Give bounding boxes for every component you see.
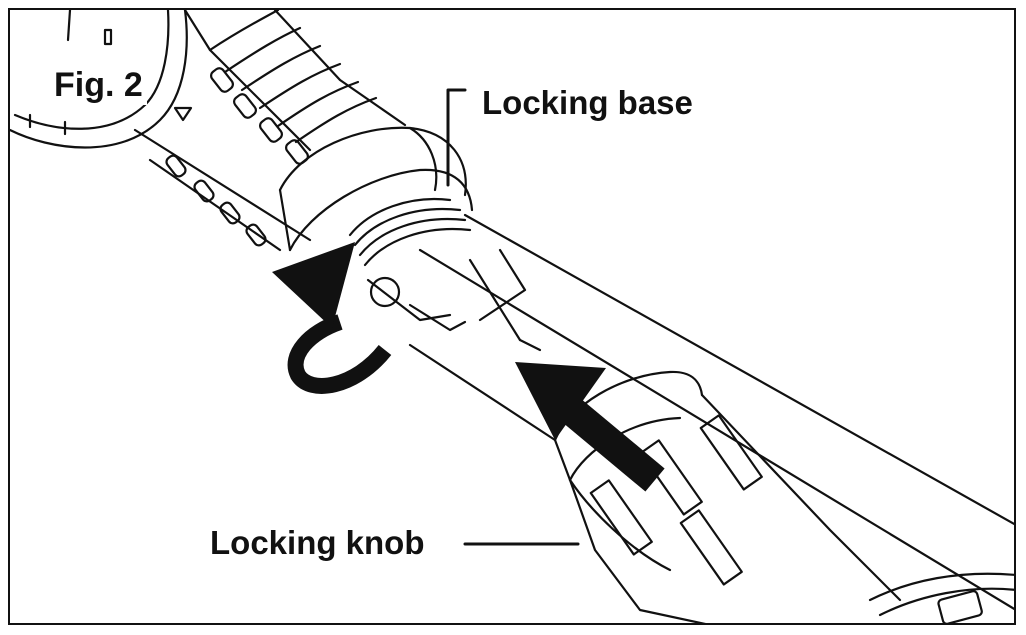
locking-knob-label: Locking knob (210, 524, 425, 561)
locking-base-label: Locking base (482, 84, 693, 121)
push-arrow-icon (515, 362, 665, 492)
tube-slots (165, 67, 309, 247)
locking-base-leader (446, 88, 467, 187)
rotate-arrow-icon (272, 242, 392, 394)
locking-base-collar (278, 126, 474, 332)
upper-tube (183, 10, 407, 152)
motor-housing (10, 10, 312, 252)
lower-shaft (408, 213, 1014, 611)
figure-frame: Fig. 2 Locking base Locking knob (8, 8, 1016, 625)
locking-assembly-illustration (10, 10, 1014, 623)
figure-title: Fig. 2 (50, 66, 147, 105)
locking-knob-body (553, 370, 1014, 623)
